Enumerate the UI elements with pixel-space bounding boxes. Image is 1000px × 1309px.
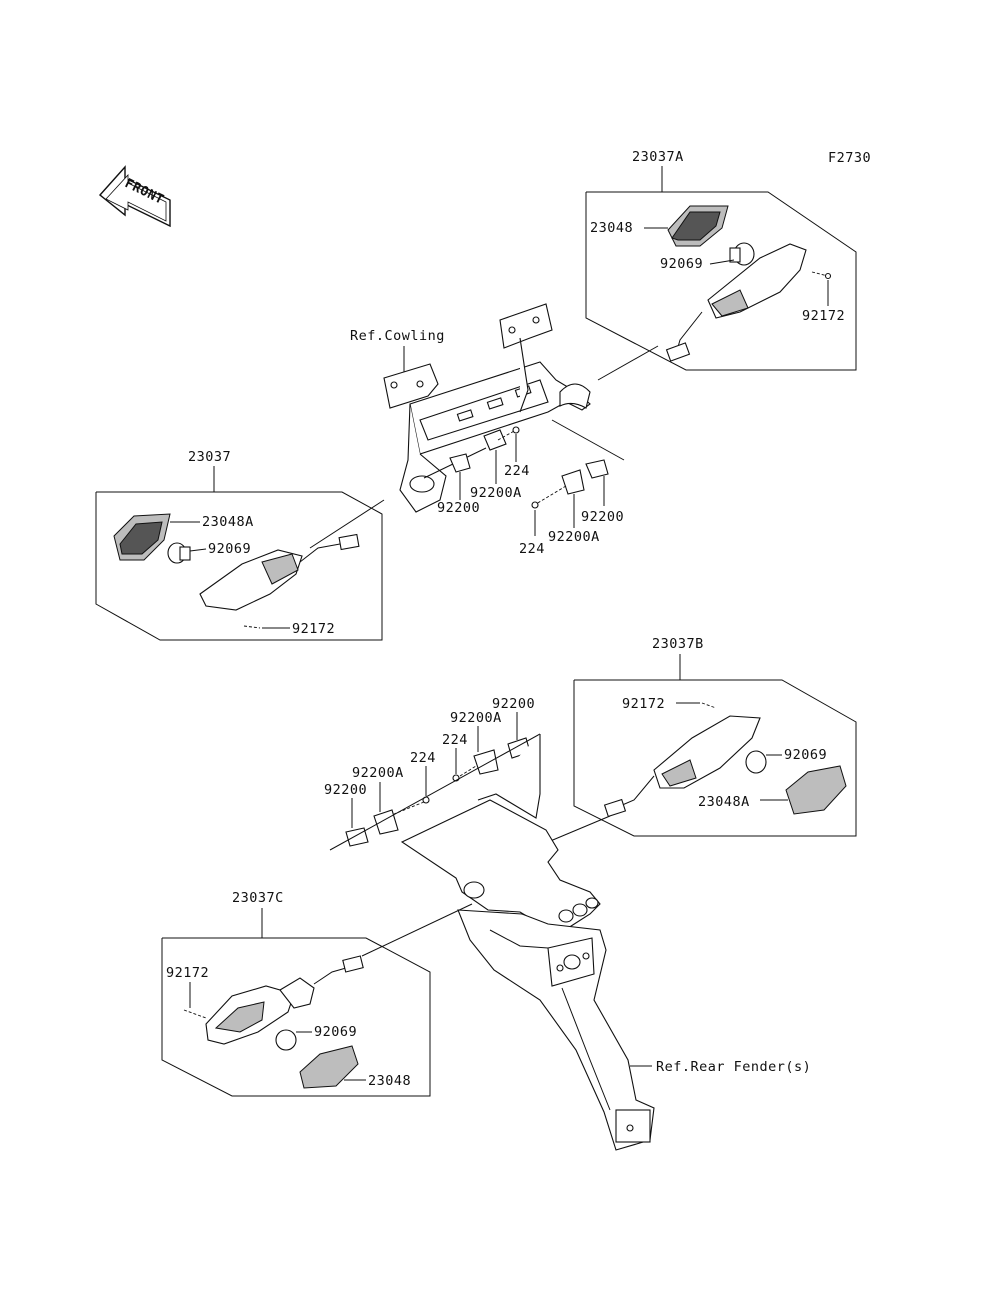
- label-92200-rear-top: 92200: [492, 696, 535, 712]
- front-direction-arrow-icon: FRONT: [98, 165, 171, 228]
- label-92200A-front-b: 92200A: [548, 529, 600, 545]
- group-23037: 23037 23048A 92069 92172: [95, 449, 385, 641]
- group-23037B: 23037B 92172 92069 23048A: [547, 636, 857, 843]
- front-mounting-hardware: 224 92200A 92200 92200 224 92200A: [437, 426, 624, 557]
- label-23048A-rear-right: 23048A: [698, 794, 750, 810]
- label-92200-front-a: 92200: [437, 500, 480, 516]
- label-23048-front: 23048: [590, 220, 633, 236]
- front-bracket: Ref.Cowling: [350, 303, 625, 513]
- label-92172-rear-left: 92172: [166, 965, 209, 981]
- label-224-front-a: 224: [504, 463, 530, 479]
- label-23037B: 23037B: [652, 636, 704, 652]
- ref-cowling-label: Ref.Cowling: [350, 328, 445, 344]
- label-92172-rear-right: 92172: [622, 696, 665, 712]
- label-92200-rear-mid: 92200: [324, 782, 367, 798]
- figure-code: F2730: [828, 150, 871, 166]
- label-92069-front-right: 92069: [660, 256, 703, 272]
- label-92069-rear-left: 92069: [314, 1024, 357, 1040]
- bulb-92069-rear-right: [745, 750, 767, 774]
- label-92200A-front-a: 92200A: [470, 485, 522, 501]
- label-23048A-front-left: 23048A: [202, 514, 254, 530]
- label-92200A-rear-mid: 92200A: [352, 765, 404, 781]
- label-92069-front-left: 92069: [208, 541, 251, 557]
- label-23037: 23037: [188, 449, 231, 465]
- label-224-rear-top: 224: [442, 732, 468, 748]
- ref-rear-fender-label: Ref.Rear Fender(s): [656, 1059, 811, 1075]
- bulb-92069-rear-left: [275, 1029, 297, 1051]
- group-23037C: 23037C 92172 92069 23048: [161, 890, 431, 1097]
- label-23037A: 23037A: [632, 149, 684, 165]
- label-224-front-b: 224: [519, 541, 545, 557]
- label-23048-rear-left: 23048: [368, 1073, 411, 1089]
- label-224-rear-mid: 224: [410, 750, 436, 766]
- lens-23048-rear-left: [299, 1045, 359, 1089]
- label-92200-front-b: 92200: [581, 509, 624, 525]
- group-23037A: 23037A 23048 92069 92172: [585, 149, 857, 371]
- rear-fender-bracket: Ref.Rear Fender(s): [361, 734, 811, 1151]
- label-92172-front-right: 92172: [802, 308, 845, 324]
- label-92172-front-left: 92172: [292, 621, 335, 637]
- label-92200A-rear-top: 92200A: [450, 710, 502, 726]
- label-23037C: 23037C: [232, 890, 284, 906]
- lens-23048A-rear-right: [785, 765, 847, 815]
- label-92069-rear-right: 92069: [784, 747, 827, 763]
